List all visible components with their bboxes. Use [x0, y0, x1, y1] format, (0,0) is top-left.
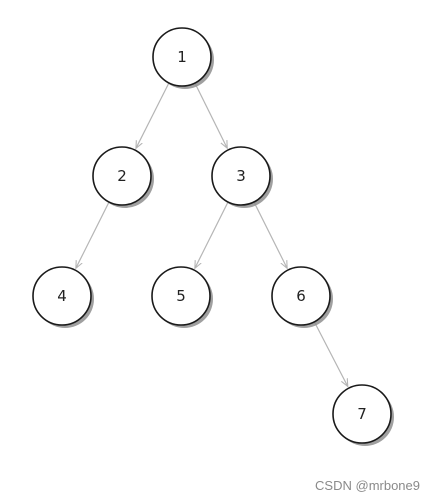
node-circle	[92, 146, 152, 206]
node-label: 4	[57, 287, 67, 305]
edge-n2-n4	[76, 202, 110, 268]
edge-n6-n7	[314, 322, 348, 387]
node-circle	[211, 146, 271, 206]
edge-n1-n3	[194, 83, 227, 148]
watermark: CSDN @mrbone9	[315, 478, 420, 493]
tree-node-1: 1	[152, 27, 214, 89]
tree-node-2: 2	[92, 146, 154, 208]
tree-node-5: 5	[151, 266, 213, 328]
node-label: 3	[236, 167, 246, 185]
tree-node-7: 7	[332, 384, 394, 446]
node-label: 5	[176, 287, 186, 305]
node-circle	[32, 266, 92, 326]
edges-layer	[76, 83, 348, 387]
tree-node-6: 6	[271, 266, 333, 328]
edge-n3-n6	[253, 202, 287, 268]
node-circle	[151, 266, 211, 326]
edge-n1-n2	[136, 83, 170, 149]
node-label: 6	[296, 287, 306, 305]
tree-node-4: 4	[32, 266, 94, 328]
nodes-layer: 1 2 3 4 5 6 7	[32, 27, 394, 446]
node-label: 1	[177, 48, 187, 66]
node-label: 7	[357, 405, 367, 423]
tree-node-3: 3	[211, 146, 273, 208]
node-circle	[271, 266, 331, 326]
node-circle	[332, 384, 392, 444]
node-label: 2	[117, 167, 127, 185]
node-circle	[152, 27, 212, 87]
edge-n3-n5	[195, 202, 229, 268]
